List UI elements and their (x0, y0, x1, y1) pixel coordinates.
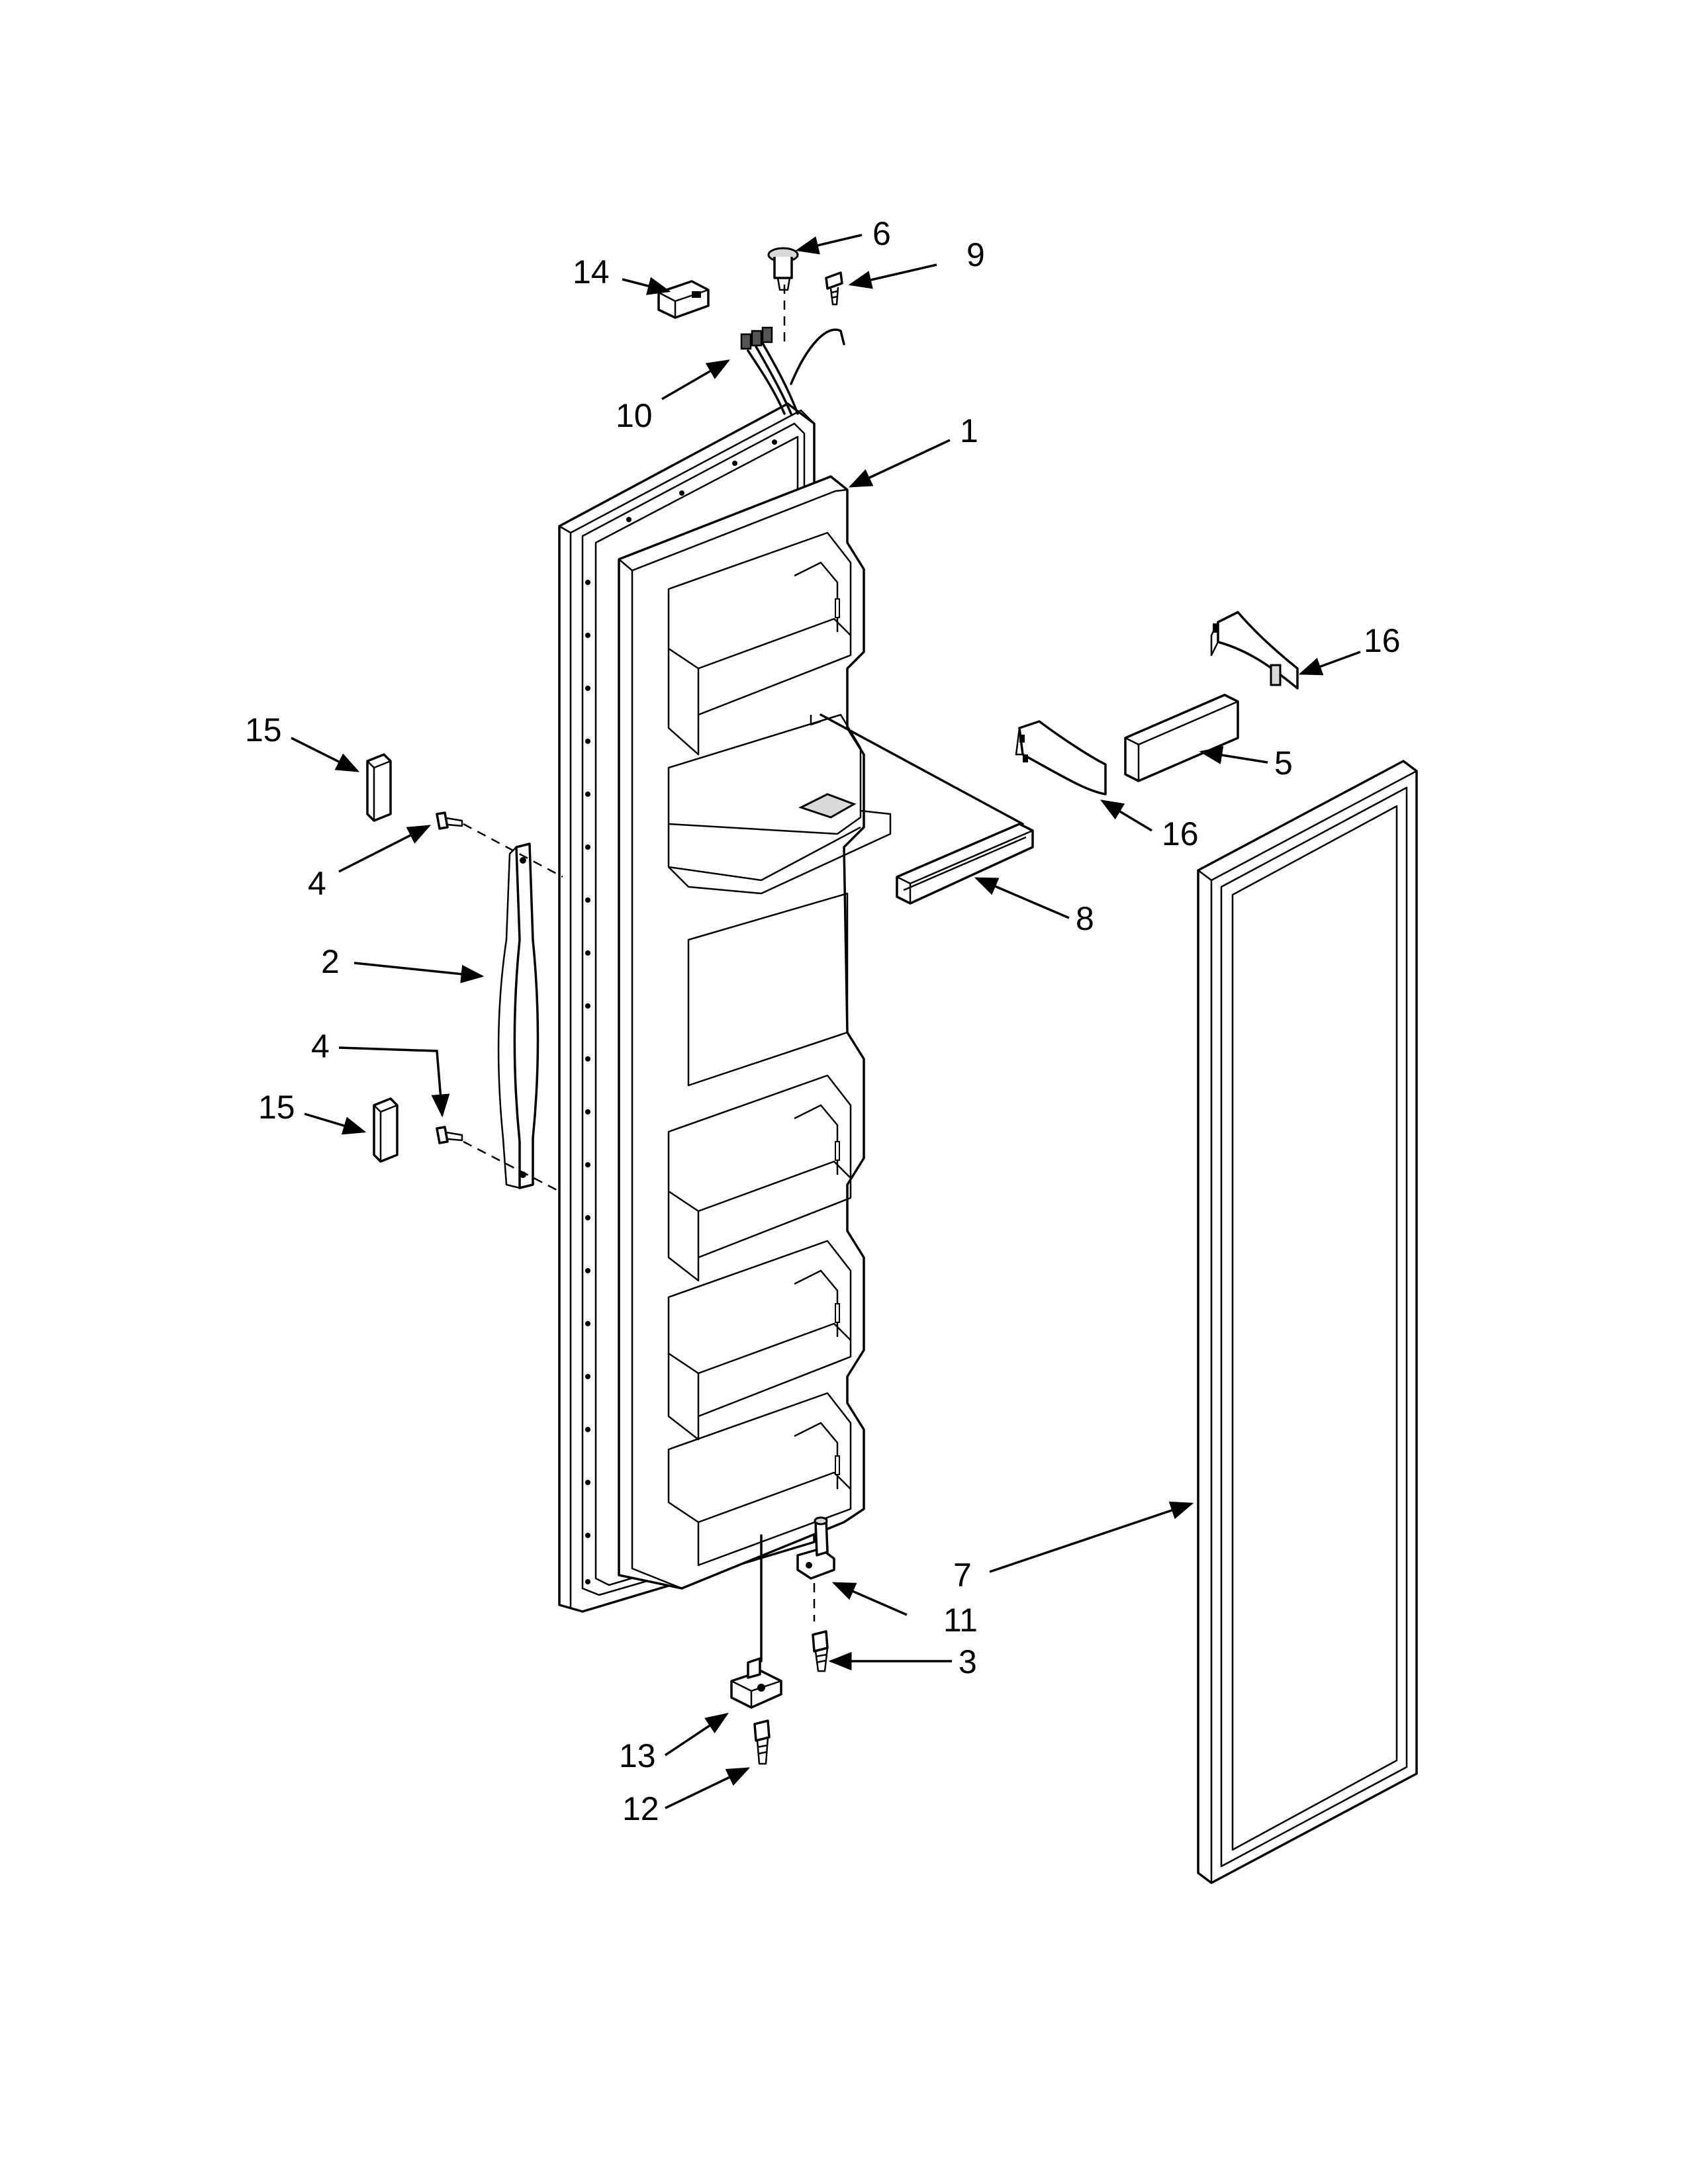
handle-part-2 (463, 823, 563, 1193)
hinge-pin-part-11 (796, 1516, 835, 1580)
callout-13: 13 (619, 1737, 656, 1774)
callout-15-bottom: 15 (258, 1089, 295, 1126)
callout-7: 7 (953, 1557, 972, 1594)
callout-leaders (291, 234, 1361, 1809)
cap-part-15-top (366, 753, 392, 822)
screw-part-4-bottom (436, 1126, 463, 1144)
callout-2: 2 (321, 943, 340, 980)
callout-4-top: 4 (308, 865, 326, 902)
cap-part-15-bottom (373, 1097, 399, 1163)
callout-10: 10 (616, 397, 653, 434)
wire-harness (740, 285, 845, 415)
callout-3: 3 (959, 1643, 977, 1680)
screw-part-9 (825, 271, 843, 306)
trim-leader-line (820, 713, 1024, 825)
callout-4-bottom: 4 (311, 1028, 330, 1065)
screw-part-3 (812, 1630, 829, 1672)
door-bin-1 (667, 531, 852, 756)
bracket-part-13 (730, 1657, 782, 1709)
upper-shelf (667, 713, 892, 895)
callout-9: 9 (966, 236, 985, 273)
trim-part-8 (896, 823, 1034, 905)
flange-screw-holes (585, 439, 777, 1584)
bracket-part-16-upper (1210, 611, 1299, 690)
screw-part-12 (753, 1719, 771, 1765)
callout-14: 14 (573, 253, 610, 291)
callout-1: 1 (960, 412, 978, 449)
screw-part-4-top (436, 811, 463, 830)
door-gasket-part-7 (1197, 760, 1418, 1884)
callout-8: 8 (1076, 900, 1094, 937)
callout-6: 6 (872, 215, 891, 252)
bracket-part-16-lower (1015, 720, 1107, 796)
callout-11: 11 (943, 1602, 978, 1639)
shelf-part-5 (1124, 694, 1239, 782)
door-bin-2 (667, 1074, 852, 1282)
connector-part-14 (657, 280, 710, 319)
door-bin-4 (667, 1392, 852, 1567)
door-bin-3 (667, 1240, 852, 1441)
callout-12: 12 (622, 1790, 659, 1827)
callout-16-bottom: 16 (1162, 815, 1199, 852)
door-assembly (558, 402, 892, 1613)
light-socket-part-6 (767, 247, 799, 291)
callout-5: 5 (1274, 745, 1293, 782)
callout-15-top: 15 (245, 711, 282, 749)
callout-labels: 1 2 3 4 4 5 6 7 8 9 10 11 12 13 14 15 15… (245, 215, 1401, 1827)
callout-16-top: 16 (1364, 622, 1401, 659)
